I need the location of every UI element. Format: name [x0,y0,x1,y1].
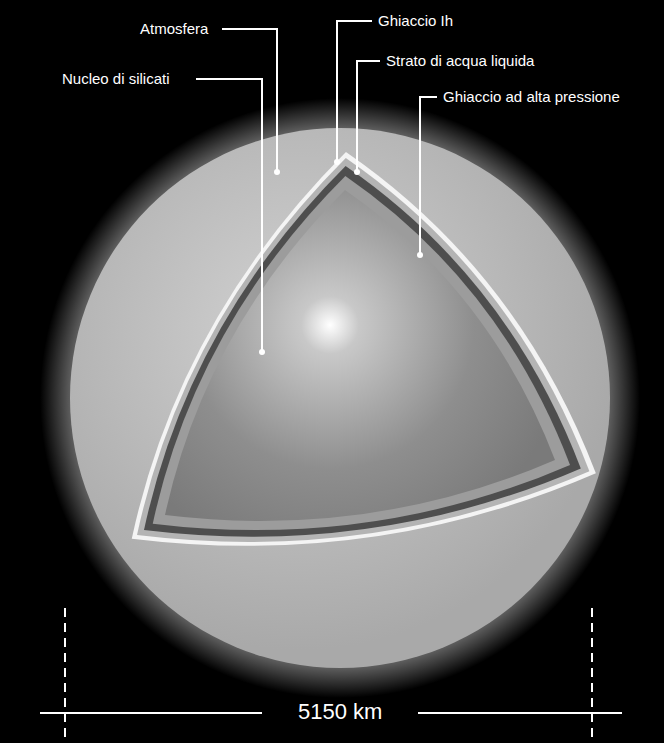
dimension [40,608,622,740]
dimension-extension [591,608,593,740]
atmosphere-sphere [70,128,610,668]
layer-label: Ghiaccio ad alta pressione [443,88,648,106]
leader-dot [354,169,360,175]
leader-dots [259,159,423,355]
glow [40,98,640,698]
leader-line [357,61,380,172]
dimension-label: 5150 km [294,699,386,725]
leader-line [420,97,437,255]
layer-label: Nucleo di silicati [62,70,170,88]
layer-label: Strato di acqua liquida [386,52,534,70]
leader-line [337,21,372,162]
dimension-line [40,712,262,714]
leader-lines [196,21,437,352]
high-pressure-ice-layer [153,176,570,530]
leader-dot [274,169,280,175]
leader-line [222,29,277,172]
dimension-line [418,712,622,714]
atmosphere-cut [132,152,596,546]
ice-ih-layer [137,158,589,542]
dimension-extension [64,608,66,740]
silicate-core [165,190,555,521]
leader-dot [417,252,423,258]
layer-label: Ghiaccio Ih [378,12,453,30]
leader-line [196,79,262,352]
leader-dot [334,159,340,165]
leader-dot [259,349,265,355]
layer-label: Atmosfera [140,20,208,38]
liquid-water-layer [144,166,581,537]
